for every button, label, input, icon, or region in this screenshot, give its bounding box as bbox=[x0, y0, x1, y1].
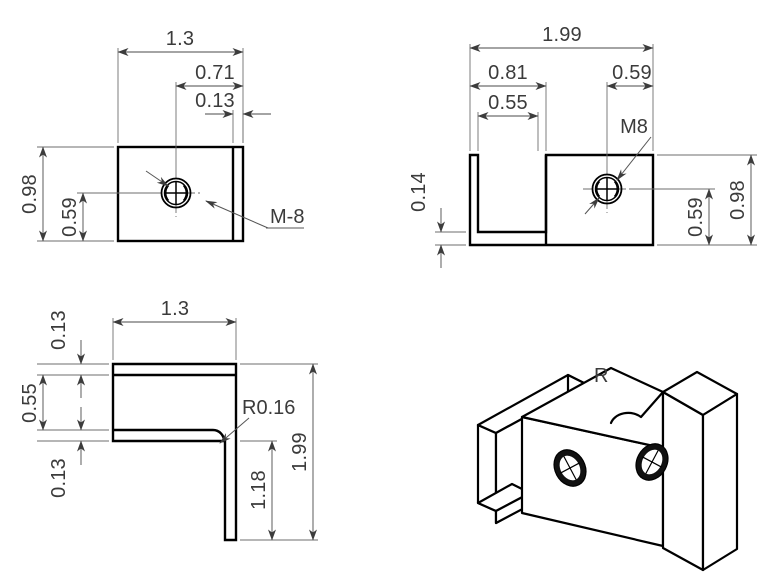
dimension-top-wall-bottom: 0.13 bbox=[48, 407, 85, 498]
dimension-front-height-label: 0.98 bbox=[19, 174, 41, 214]
dimension-top-wall-top: 0.13 bbox=[48, 310, 85, 398]
isometric-radius-note-label: R bbox=[594, 365, 608, 387]
dimension-side-width: 1.99 bbox=[469, 24, 654, 52]
dimension-top-wall-top-label: 0.13 bbox=[48, 310, 70, 350]
isometric-radius-note: R bbox=[594, 365, 608, 387]
side-view: 1.99 0.81 0.55 0.59 0.14 0.59 bbox=[408, 24, 757, 268]
top-view-extension-lines bbox=[37, 318, 318, 541]
dimension-side-base-thickness: 0.14 bbox=[408, 172, 445, 268]
dimension-top-width-label: 1.3 bbox=[161, 298, 189, 320]
iso-fold-edge bbox=[609, 390, 665, 425]
dimension-front-edge-offset: 0.13 bbox=[195, 90, 271, 118]
front-view-extension-lines bbox=[37, 48, 244, 242]
dimension-side-hole-x: 0.59 bbox=[606, 62, 654, 90]
isometric-view: R bbox=[476, 365, 739, 572]
dimension-top-leg: 1.18 bbox=[248, 440, 276, 541]
dimension-front-width: 1.3 bbox=[117, 28, 244, 56]
dimension-front-hole-y: 0.59 bbox=[59, 192, 87, 242]
side-view-thread-note-label: M8 bbox=[620, 116, 648, 138]
dimension-top-inner: 0.55 bbox=[19, 374, 47, 431]
top-view: 1.3 0.13 0.55 0.13 1.18 1.99 bbox=[19, 298, 318, 542]
dimension-top-inner-label: 0.55 bbox=[19, 383, 41, 423]
dimension-front-hole-y-label: 0.59 bbox=[59, 197, 81, 237]
dimension-side-channel-inner-label: 0.55 bbox=[488, 92, 528, 114]
dimension-side-channel-inner: 0.55 bbox=[477, 92, 539, 120]
front-view: 1.3 0.71 0.13 0.98 0.59 M-8 bbox=[19, 28, 304, 243]
dimension-side-base-thickness-label: 0.14 bbox=[408, 172, 430, 212]
front-view-thread-note: M-8 bbox=[145, 170, 304, 229]
dimension-top-leg-label: 1.18 bbox=[248, 470, 270, 510]
dimension-side-width-label: 1.99 bbox=[542, 24, 582, 46]
dimension-front-width-label: 1.3 bbox=[166, 28, 194, 50]
dimension-side-hole-y: 0.59 bbox=[685, 188, 713, 246]
top-view-radius-note: R0.16 bbox=[219, 397, 295, 444]
front-view-tapped-hole bbox=[160, 177, 192, 209]
iso-screw-left bbox=[553, 449, 587, 487]
dimension-front-edge-offset-label: 0.13 bbox=[195, 90, 235, 112]
dimension-side-channel-outer-label: 0.81 bbox=[488, 62, 528, 84]
side-view-tapped-hole bbox=[591, 173, 623, 205]
dimension-side-height: 0.98 bbox=[727, 154, 755, 246]
iso-right-wing bbox=[661, 370, 739, 572]
top-view-outline bbox=[111, 362, 238, 542]
front-view-thread-note-label: M-8 bbox=[270, 206, 304, 228]
iso-screw-right bbox=[635, 443, 669, 481]
dimension-top-total-label: 1.99 bbox=[289, 432, 311, 472]
top-view-radius-note-label: R0.16 bbox=[242, 397, 295, 419]
dimension-side-height-label: 0.98 bbox=[727, 180, 749, 220]
side-view-thread-note: M8 bbox=[584, 116, 652, 215]
dimension-side-hole-y-label: 0.59 bbox=[685, 197, 707, 237]
dimension-front-height: 0.98 bbox=[19, 146, 47, 242]
side-view-outline bbox=[468, 153, 655, 247]
dimension-top-total: 1.99 bbox=[289, 363, 317, 541]
dimension-side-channel-outer: 0.81 bbox=[469, 62, 547, 90]
dimension-top-wall-bottom-label: 0.13 bbox=[48, 458, 70, 498]
dimension-front-hole-x-label: 0.71 bbox=[195, 62, 235, 84]
dimension-side-hole-x-label: 0.59 bbox=[612, 62, 652, 84]
dimension-top-width: 1.3 bbox=[112, 298, 237, 326]
dimension-front-hole-x: 0.71 bbox=[175, 62, 244, 90]
front-view-outline bbox=[116, 145, 245, 243]
